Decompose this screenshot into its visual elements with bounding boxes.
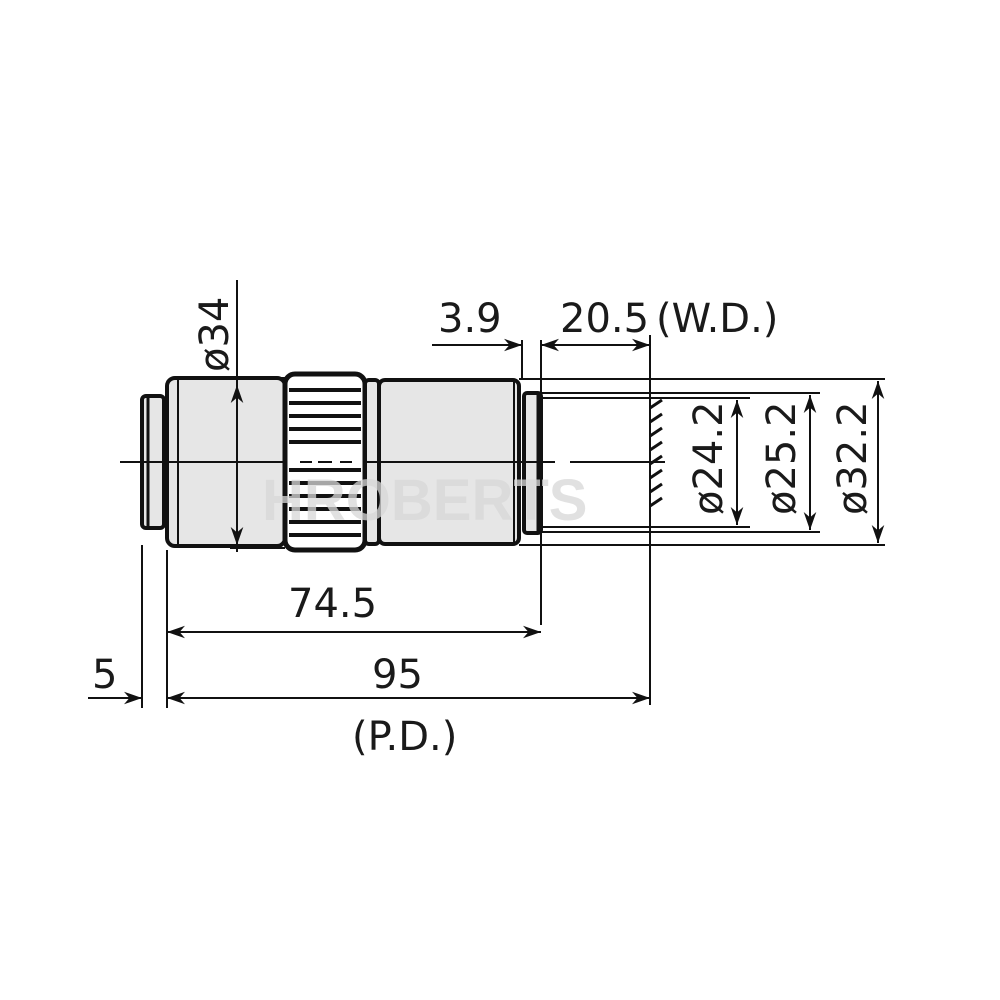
dim-thread-length: 5 <box>92 652 117 698</box>
dim-body-length: 74.5 <box>288 581 377 627</box>
ray-lines <box>519 378 885 546</box>
dim-inner-diameter-2: ø25.2 <box>759 401 805 515</box>
dim-wd-label: (W.D.) <box>656 296 778 342</box>
dim-outer-diameter: ø34 <box>192 297 238 372</box>
watermark: HROBERTS <box>262 468 587 533</box>
dim-inner-diameter-1: ø24.2 <box>686 401 732 515</box>
dim-parfocal-distance: 95 <box>372 652 423 698</box>
dim-pd-label: (P.D.) <box>352 714 457 760</box>
specimen-plane <box>649 335 663 705</box>
dim-inner-diameter-3: ø32.2 <box>830 401 876 515</box>
dim-working-distance: 20.5 <box>560 296 649 342</box>
dim-front-offset: 3.9 <box>438 296 502 342</box>
